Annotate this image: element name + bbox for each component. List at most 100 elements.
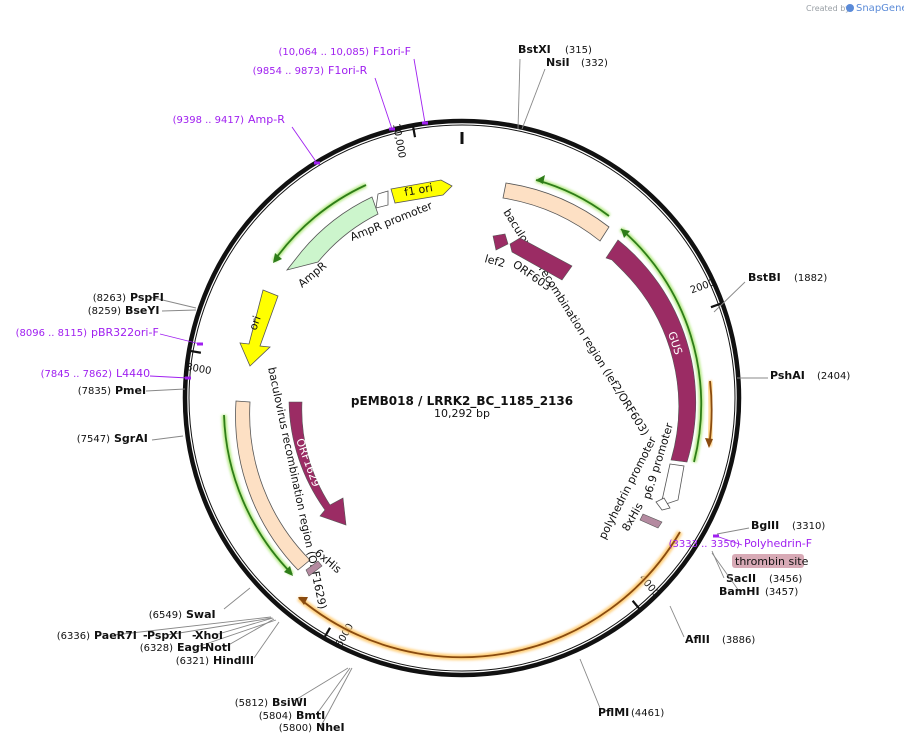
restriction-site[interactable]: NheI(5800) — [279, 667, 353, 734]
restriction-site[interactable]: PspFI (8263) — [93, 291, 197, 309]
restriction-site[interactable]: PspXI — [147, 617, 273, 642]
primer[interactable]: Polyhedrin-F(3333 .. 3350) — [669, 534, 813, 551]
restriction-site[interactable]: SgrAI(7547) — [77, 432, 184, 445]
primer-mark — [422, 121, 428, 125]
site-position: (5812) — [235, 698, 268, 709]
restriction-site[interactable]: EagI(6328) — [140, 619, 277, 654]
site-position: (2404) — [817, 371, 850, 382]
site-name: BglII — [751, 519, 779, 532]
site-leader-line — [113, 616, 272, 636]
site-leader-line — [716, 527, 750, 535]
restriction-site[interactable]: BmtI (5804) — [259, 667, 351, 722]
site-separator: - — [202, 641, 207, 654]
site-name: AflII — [685, 633, 710, 646]
restriction-site[interactable]: HindIII(6321) — [176, 621, 280, 667]
site-name: BstXI — [518, 43, 551, 56]
site-position: (315) — [565, 45, 592, 56]
restriction-site[interactable]: PflMI(4461) — [579, 658, 664, 719]
site-position: (332) — [581, 58, 608, 69]
site-name: NsiI — [546, 56, 570, 69]
site-name: PspFI — [130, 291, 164, 304]
scale-tick — [710, 302, 721, 309]
restriction-site[interactable]: SwaI(6549) — [149, 587, 251, 621]
primer-mark — [197, 342, 203, 346]
feature-f1-ori[interactable]: f1 ori — [390, 179, 453, 204]
primer-name: pBR322ori-F — [91, 326, 159, 339]
site-leader-line — [149, 296, 197, 309]
primer-mark — [314, 161, 320, 165]
site-leader-line — [291, 667, 349, 703]
primer[interactable]: Amp-R(9398 .. 9417) — [173, 113, 320, 165]
site-name: SwaI — [186, 608, 216, 621]
primer[interactable]: F1ori-R(9854 .. 9873) — [253, 64, 395, 131]
scale-tick-label: 2000 — [689, 277, 717, 296]
annotations: BstXI (315)NsiI (332) BstBI (1882) PshAI (2404… — [16, 43, 851, 734]
site-leader-line — [151, 435, 184, 441]
scale-tick — [324, 627, 331, 638]
site-name: PflMI — [598, 706, 629, 719]
restriction-site[interactable]: PmeI(7835) — [78, 384, 186, 397]
site-position: (6328) — [140, 643, 173, 654]
backbone-circle — [182, 118, 742, 678]
restriction-site[interactable]: BstXI (315) — [517, 43, 592, 130]
site-name: PmeI — [115, 384, 146, 397]
site-name: PshAI — [770, 369, 805, 382]
site-position: (8259) — [88, 306, 121, 317]
primer-range: (3333 .. 3350) — [669, 539, 741, 550]
site-leader-line — [669, 605, 685, 638]
site-name: BstBI — [748, 271, 781, 284]
site-position: (5804) — [259, 711, 292, 722]
site-name: BseYI — [125, 304, 159, 317]
primer[interactable]: pBR322ori-F(8096 .. 8115) — [16, 326, 203, 346]
restriction-site[interactable]: BamHI(3457) — [711, 552, 798, 598]
credit-prefix: Created by — [806, 4, 850, 13]
scale-tick — [190, 349, 202, 354]
scale-tick — [412, 127, 417, 138]
thrombin-site-label: thrombin site — [735, 555, 809, 568]
site-name: NheI — [316, 721, 345, 734]
feature-ampr[interactable]: AmpR — [285, 196, 379, 290]
restriction-site[interactable]: AflII (3886) — [669, 605, 755, 646]
site-name: BamHI — [719, 585, 760, 598]
f1-ori-label: f1 ori — [403, 181, 434, 199]
primer-range: (10,064 .. 10,085) — [279, 47, 370, 58]
primer-name: Amp-R — [248, 113, 285, 126]
restriction-site[interactable]: NotI — [205, 618, 275, 654]
site-name: HindIII — [213, 654, 254, 667]
plasmid-size: 10,292 bp — [434, 407, 490, 420]
restriction-site[interactable]: XhoI — [195, 617, 274, 642]
site-name: BmtI — [296, 709, 325, 722]
site-leader-line — [224, 618, 275, 648]
site-name: SacII — [726, 572, 756, 585]
site-leader-line — [166, 617, 273, 636]
site-leader-line — [223, 587, 251, 610]
site-position: (8263) — [93, 293, 126, 304]
feature-orf603[interactable]: ORF603 — [509, 237, 573, 293]
restriction-site[interactable]: PshAI (2404) — [737, 369, 850, 382]
feature-lef2[interactable]: lef2 — [483, 233, 509, 270]
site-position: (3886) — [722, 635, 755, 646]
feature-ori[interactable]: ori — [239, 289, 279, 367]
site-position: (3310) — [792, 521, 825, 532]
site-position: (1882) — [794, 273, 827, 284]
restriction-site[interactable]: BseYI (8259) — [88, 304, 197, 317]
primer-range: (7845 .. 7862) — [41, 369, 113, 380]
restriction-site[interactable]: PaeR7I(6336) — [57, 616, 272, 642]
restriction-site[interactable]: BglII (3310) — [716, 519, 825, 535]
restriction-site[interactable]: NsiI (332) — [521, 56, 608, 130]
primer-name: L4440 — [116, 367, 150, 380]
restriction-site[interactable]: BsiWI(5812) — [235, 667, 349, 709]
primer-name: F1ori-R — [328, 64, 368, 77]
primer-leader-line — [159, 333, 201, 345]
primer[interactable]: F1ori-F(10,064 .. 10,085) — [279, 45, 429, 125]
thrombin-site-badge[interactable] — [732, 554, 804, 568]
site-name: XhoI — [195, 629, 223, 642]
restriction-site[interactable]: BstBI (1882) — [713, 271, 827, 313]
site-leader-line — [145, 388, 186, 392]
ori-label: ori — [247, 314, 264, 332]
site-leader-line — [315, 667, 351, 716]
primer-mark — [185, 376, 191, 380]
primer[interactable]: L4440(7845 .. 7862) — [41, 367, 191, 380]
site-position: (6336) — [57, 631, 90, 642]
feature-gus[interactable]: GUS — [605, 239, 697, 463]
